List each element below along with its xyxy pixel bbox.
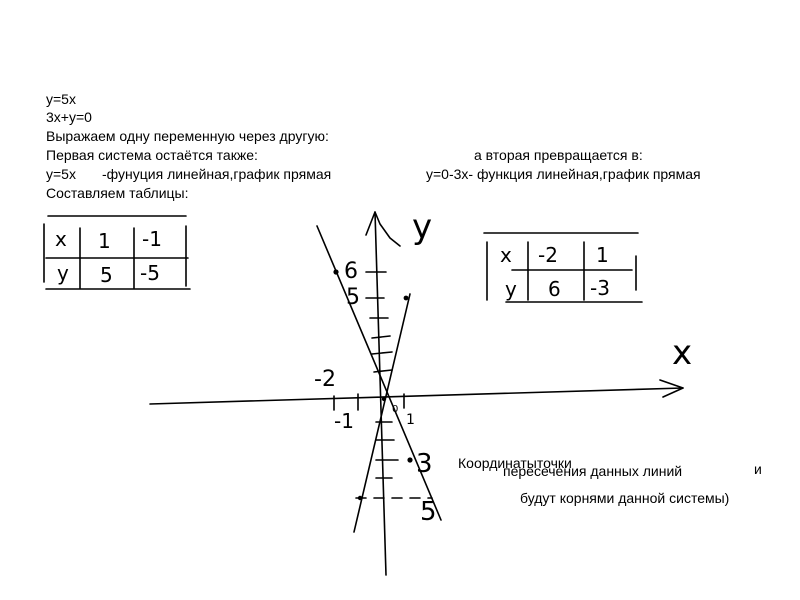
tick-label-minus-5: 5 [420,497,437,527]
tables-title: Составляем таблицы: [46,185,189,201]
table-1-y-2: -5 [140,261,160,285]
tick-label-6: 6 [344,259,358,284]
y-tick-2 [371,351,393,355]
conclusion-part-2: пересечения данных линий [503,463,683,479]
table-2-x-1: -2 [538,243,558,267]
point-1-minus-3 [407,457,413,463]
table-1-y-1: 5 [100,263,113,287]
tick-label-minus-1: -1 [334,409,354,433]
first-equation: y=5x [46,166,76,182]
x-axis-label: x [672,333,692,373]
table-2-x-label: x [500,243,512,267]
origin-point [381,396,387,402]
table-1 [43,215,191,290]
y-axis-line [374,211,387,576]
conclusion-part-3: и [754,461,762,477]
equation-1: y=5x [46,91,76,107]
tick-label-3: 3 [416,449,433,479]
table-2-y-2: -3 [590,276,610,300]
tick-label-minus-2: -2 [314,367,336,392]
first-equation-desc: -фунуция линейная,график прямая [102,166,332,182]
equation-2: 3x+y=0 [46,109,92,125]
second-equation: y=0-3x- функция линейная,график прямая [426,166,701,182]
x-axis-line [149,387,684,405]
y-axis-arrow [365,211,401,247]
point-minus-1-minus-5 [357,495,363,501]
point-1-5 [403,295,409,301]
y-tick-3 [371,335,391,339]
tick-label-1: 1 [406,412,415,428]
tick-label-5: 5 [346,285,360,310]
conclusion-part-1: Координатыточки [458,455,572,471]
table-2-x-2: 1 [596,243,609,267]
tick-label-0: 0 [392,404,398,415]
y-tick-1 [373,369,393,373]
table-2 [483,232,643,303]
line-y-equals-5x [353,293,411,533]
table-1-x-1: 1 [98,229,111,253]
express-text: Выражаем одну переменную через другую: [46,128,329,144]
y-axis-label: y [412,207,432,247]
line-y-equals-minus-3x [316,225,442,521]
point-minus-2-6 [333,269,339,275]
y-axis-ticks [355,271,433,499]
table-1-y-label: y [57,261,69,285]
x-axis-ticks [333,393,405,411]
second-system-text: а вторая превращается в: [474,147,643,163]
table-1-x-label: x [55,227,67,251]
table-2-y-label: y [505,277,517,301]
table-2-y-1: 6 [548,277,561,301]
table-1-x-2: -1 [142,227,162,251]
x-axis-arrow [659,379,684,398]
first-system-text: Первая система остаётся также: [46,147,258,163]
plotted-points [333,269,413,501]
conclusion-part-4: будут корнями данной системы) [520,490,730,506]
